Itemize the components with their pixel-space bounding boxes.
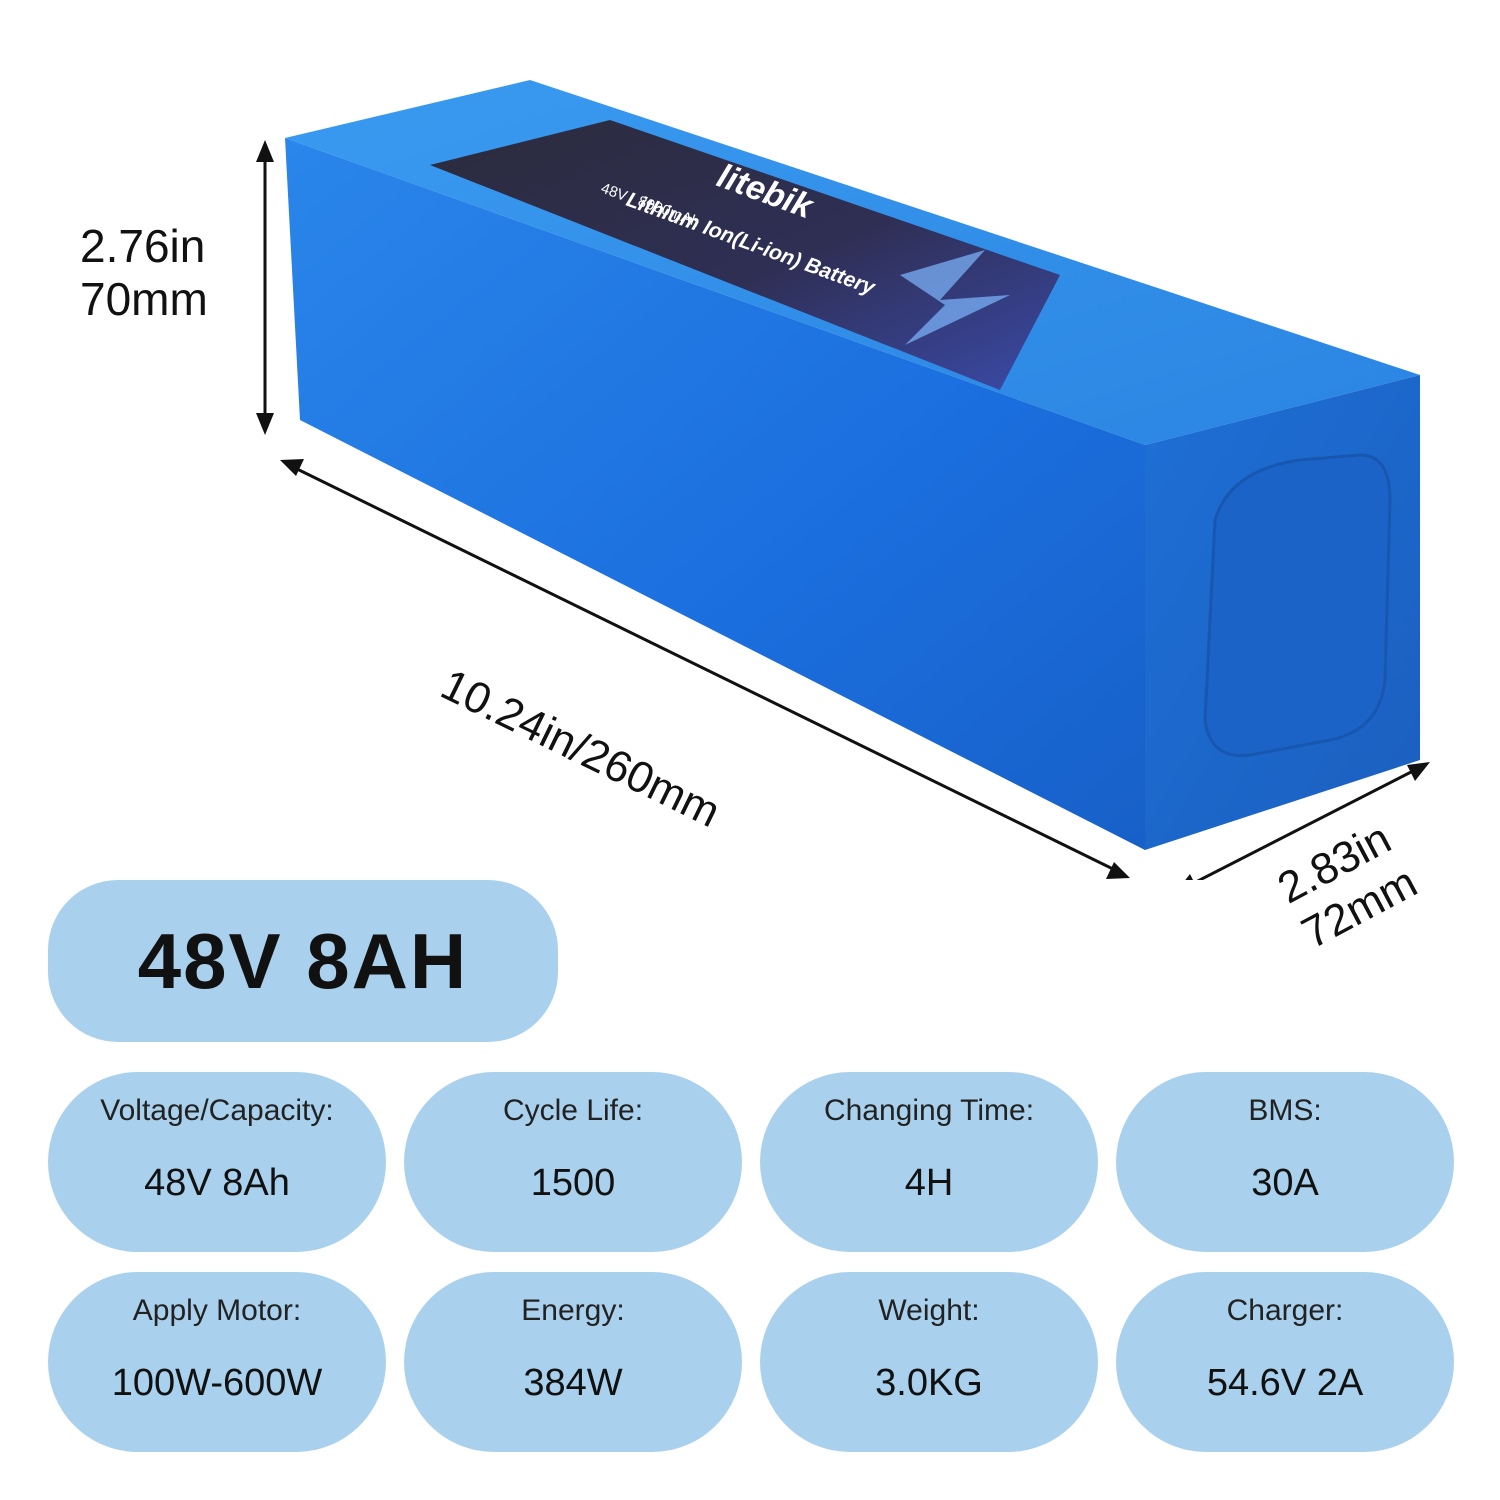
spec-label: Charger: [1226,1294,1344,1327]
spec-card-cycle-life: Cycle Life: 1500 [404,1072,742,1252]
battery-label-sticker [430,120,1060,390]
model-title: 48V 8AH [137,916,469,1005]
spec-label: Energy: [521,1294,625,1327]
spec-value: 3.0KG [875,1362,983,1404]
spec-value: 100W-600W [111,1362,323,1404]
height-dimension-label: 2.76in 70mm [80,220,208,326]
spec-label: Apply Motor: [132,1294,302,1327]
spec-value: 1500 [530,1162,616,1204]
length-dimension-arrow [280,459,1130,879]
spec-card-bms: BMS: 30A [1116,1072,1454,1252]
height-in: 2.76in [80,220,206,272]
spec-label: Weight: [878,1294,980,1327]
spec-value: 4H [904,1162,954,1204]
spec-card-changing-time: Changing Time: 4H [760,1072,1098,1252]
model-badge: 48V 8AH [48,880,558,1042]
spec-card-charger: Charger: 54.6V 2A [1116,1272,1454,1452]
height-mm: 70mm [80,272,208,325]
battery-svg: litebik Lithium Ion(Li-ion) Battery 48V … [256,80,1430,893]
spec-value: 384W [523,1362,623,1404]
spec-card-energy: Energy: 384W [404,1272,742,1452]
spec-label: Voltage/Capacity: [100,1094,334,1127]
spec-card-apply-motor: Apply Motor: 100W-600W [48,1272,386,1452]
battery-product-illustration: litebik Lithium Ion(Li-ion) Battery 48V … [80,80,1430,958]
spec-value: 30A [1251,1162,1319,1204]
spec-card-voltage-capacity: Voltage/Capacity: 48V 8Ah [48,1072,386,1252]
spec-card-weight: Weight: 3.0KG [760,1272,1098,1452]
spec-value: 54.6V 2A [1206,1362,1364,1404]
spec-grid: Voltage/Capacity: 48V 8Ah Cycle Life: 15… [48,1072,1454,1452]
spec-label: BMS: [1248,1094,1322,1127]
height-dimension-arrow [256,140,274,435]
label-bolt-graphic [900,250,1010,345]
battery-front-face [285,138,1145,850]
battery-end-panel [1203,453,1392,758]
spec-label: Changing Time: [823,1094,1035,1127]
spec-label: Cycle Life: [502,1094,644,1127]
spec-value: 48V 8Ah [144,1162,290,1204]
